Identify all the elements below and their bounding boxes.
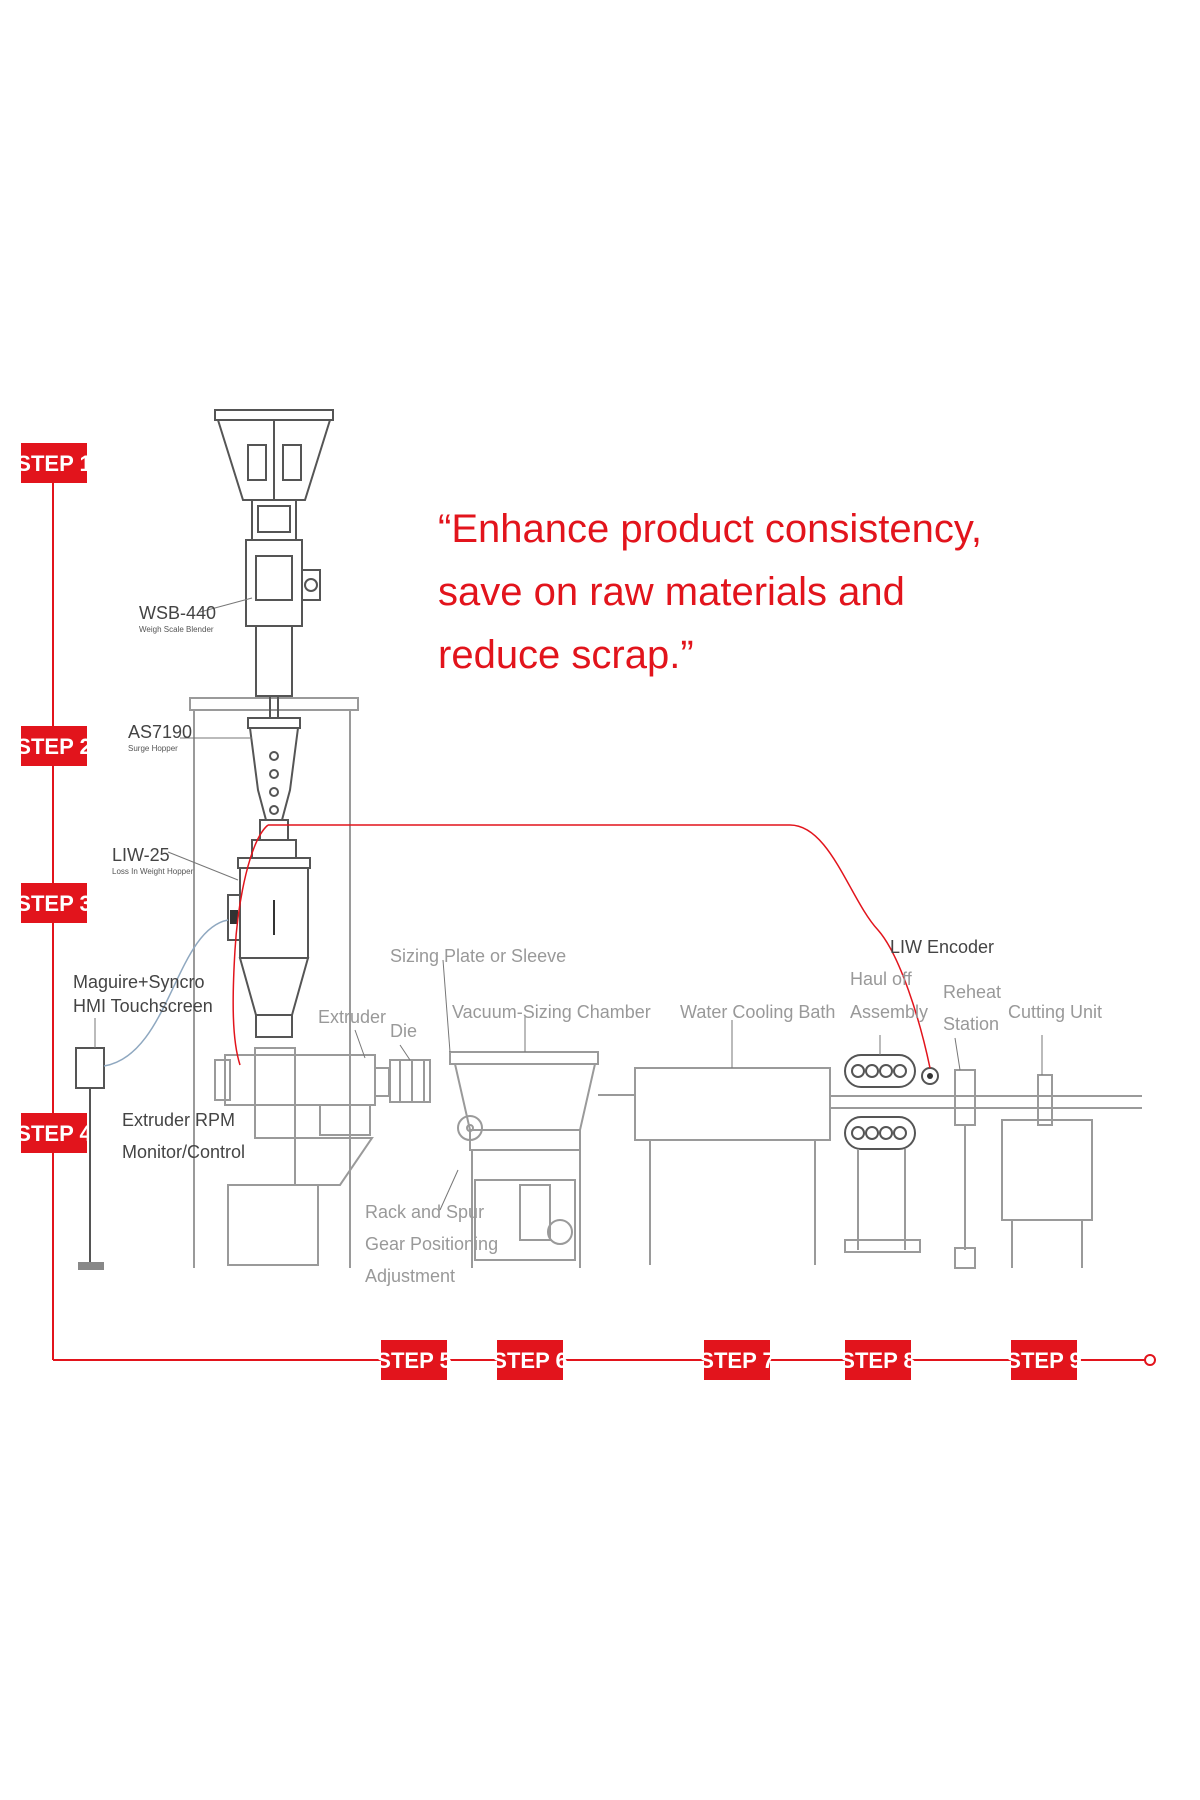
wsb-label: WSB-440 bbox=[139, 603, 216, 623]
control-signal-line bbox=[268, 824, 931, 1069]
rack-label-line-2: Gear Positioning bbox=[365, 1234, 498, 1254]
equipment-labels: WSB-440 Weigh Scale Blender AS7190 Surge… bbox=[73, 603, 1102, 1286]
rpm-label-line-2: Monitor/Control bbox=[122, 1142, 245, 1162]
step-badge-2: STEP 2 bbox=[16, 726, 92, 766]
flow-end-circle bbox=[1144, 1354, 1156, 1366]
step-badge-8-label: STEP 8 bbox=[840, 1348, 915, 1373]
step-badge-5: STEP 5 bbox=[376, 1340, 452, 1380]
hmi-touchscreen bbox=[75, 919, 229, 1270]
haul-off-assembly bbox=[844, 1054, 921, 1253]
step-badge-1: STEP 1 bbox=[16, 443, 92, 483]
rpm-label-line-1: Extruder RPM bbox=[122, 1110, 235, 1130]
step-badge-4: STEP 4 bbox=[16, 1113, 92, 1153]
hmi-label-line-2: HMI Touchscreen bbox=[73, 996, 213, 1016]
step-badge-4-label: STEP 4 bbox=[16, 1121, 92, 1146]
sizing-plate-label: Sizing Plate or Sleeve bbox=[390, 946, 566, 966]
step-badge-6: STEP 6 bbox=[492, 1340, 568, 1380]
wsb-sub-label: Weigh Scale Blender bbox=[139, 625, 214, 634]
vacuum-sizing-chamber bbox=[449, 1051, 635, 1268]
cutting-unit bbox=[1001, 1074, 1093, 1268]
support-frame bbox=[189, 697, 359, 1268]
die bbox=[389, 1059, 431, 1103]
rack-label-line-1: Rack and Spur bbox=[365, 1202, 484, 1222]
reheat-label-line-2: Station bbox=[943, 1014, 999, 1034]
haul-off-label-line-2: Assembly bbox=[850, 1002, 928, 1022]
liw-encoder bbox=[921, 1067, 939, 1085]
step-badge-7-label: STEP 7 bbox=[699, 1348, 774, 1373]
extruder-label: Extruder bbox=[318, 1007, 386, 1027]
reheat-station bbox=[954, 1069, 976, 1269]
weigh-scale-blender bbox=[214, 409, 334, 719]
water-cooling-bath bbox=[634, 1067, 831, 1265]
liw-sub-label: Loss In Weight Hopper bbox=[112, 867, 194, 876]
step-badge-3: STEP 3 bbox=[16, 883, 92, 923]
step-badge-7: STEP 7 bbox=[699, 1340, 775, 1380]
cutting-unit-label: Cutting Unit bbox=[1008, 1002, 1102, 1022]
step-badge-3-label: STEP 3 bbox=[16, 891, 91, 916]
step-badge-6-label: STEP 6 bbox=[492, 1348, 567, 1373]
surge-hopper bbox=[247, 717, 301, 821]
die-label: Die bbox=[390, 1021, 417, 1041]
step-badge-9: STEP 9 bbox=[1006, 1340, 1082, 1380]
vacuum-chamber-label: Vacuum-Sizing Chamber bbox=[452, 1002, 651, 1022]
control-signal-line-extruder bbox=[232, 824, 269, 1066]
quote: “Enhance product consistency, save on ra… bbox=[438, 507, 982, 677]
loss-in-weight-hopper bbox=[227, 819, 311, 1038]
liw-encoder-label: LIW Encoder bbox=[890, 937, 994, 957]
quote-line-1: “Enhance product consistency, bbox=[438, 507, 982, 551]
haul-off-label-line-1: Haul off bbox=[850, 969, 913, 989]
liw-label: LIW-25 bbox=[112, 845, 170, 865]
step-badge-2-label: STEP 2 bbox=[16, 734, 91, 759]
quote-line-2: save on raw materials and bbox=[438, 570, 905, 614]
as-label: AS7190 bbox=[128, 722, 192, 742]
as-sub-label: Surge Hopper bbox=[128, 744, 178, 753]
reheat-label-line-1: Reheat bbox=[943, 982, 1001, 1002]
quote-line-3: reduce scrap.” bbox=[438, 633, 694, 677]
hmi-label-line-1: Maguire+Syncro bbox=[73, 972, 205, 992]
leader-lines bbox=[94, 597, 1043, 1211]
step-badge-8: STEP 8 bbox=[840, 1340, 916, 1380]
step-badge-9-label: STEP 9 bbox=[1006, 1348, 1081, 1373]
step-badge-5-label: STEP 5 bbox=[376, 1348, 451, 1373]
extruder bbox=[214, 1047, 390, 1266]
step-badge-1-label: STEP 1 bbox=[16, 451, 91, 476]
rack-label-line-3: Adjustment bbox=[365, 1266, 455, 1286]
water-bath-label: Water Cooling Bath bbox=[680, 1002, 835, 1022]
